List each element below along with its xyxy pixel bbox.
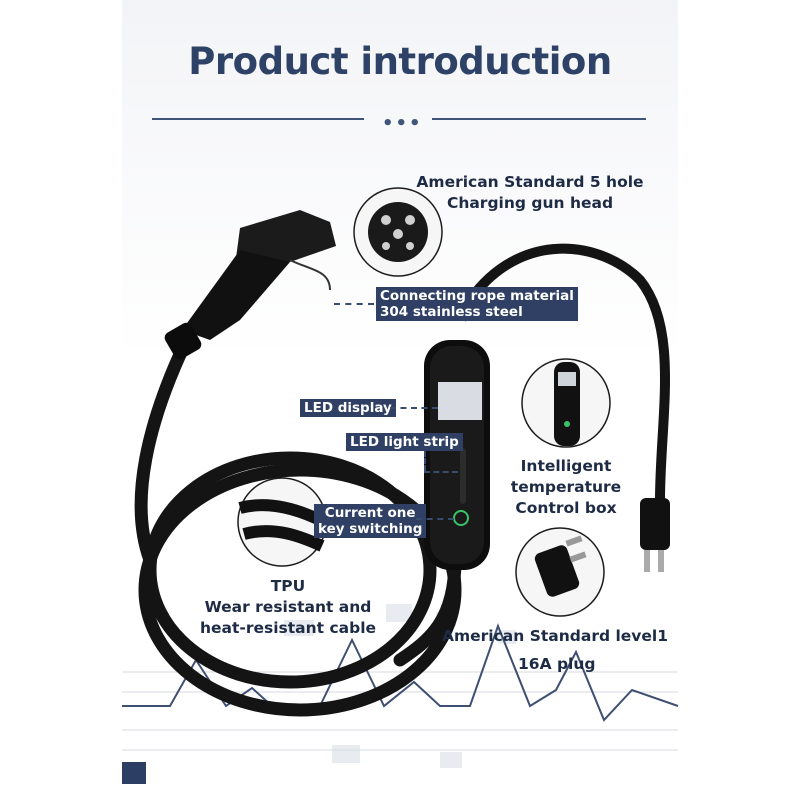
cable-coil [134,243,670,717]
rope-line1: Connecting rope material [380,288,574,304]
led-display-leader [390,407,438,409]
plug-line2: 16A plug [518,655,596,673]
key-switch-tag: Current one key switching [314,504,427,538]
led-display-tag: LED display [300,399,396,417]
cable-line3: heat-resistant cable [199,619,377,637]
cable-line2: Wear resistant and [204,598,372,616]
footer-block [122,762,146,784]
page-title: Product introduction [188,40,612,83]
rope-material-tag: Connecting rope material 304 stainless s… [376,287,578,321]
gun-head-line1: American Standard 5 hole [416,173,644,191]
cable-detail [237,477,327,567]
title-rule-left [152,118,364,120]
control-box [424,298,490,570]
cable-callout: TPU Wear resistant and heat-resistant ca… [188,576,388,639]
title-rule-right [432,118,646,120]
charging-gun [164,210,336,360]
led-strip-leader-v [424,451,426,471]
rope-line2: 304 stainless steel [380,304,523,320]
rope-leader [334,303,374,305]
switch-line2: key switching [318,521,423,537]
led-strip-leader-h [424,471,458,473]
cable-line1: TPU [270,577,306,595]
gun-head-callout: American Standard 5 hole Charging gun he… [400,172,660,214]
control-box-callout: Intelligent temperature Control box [496,456,636,519]
control-box-line1: Intelligent [520,457,612,475]
plug-callout: American Standard level1 16A plug [440,622,670,678]
gun-head-detail [353,187,443,277]
led-strip-tag: LED light strip [346,433,463,451]
key-switch-leader [416,518,454,520]
control-box-line3: Control box [515,499,617,517]
title-dots: ••• [382,113,423,134]
control-box-line2: temperature [510,478,622,496]
plug-line1: American Standard level1 [442,627,668,645]
plug-detail [515,527,605,617]
plug-body [640,498,670,572]
control-box-detail [521,358,611,448]
switch-line1: Current one [324,505,416,521]
gun-head-line2: Charging gun head [446,194,614,212]
